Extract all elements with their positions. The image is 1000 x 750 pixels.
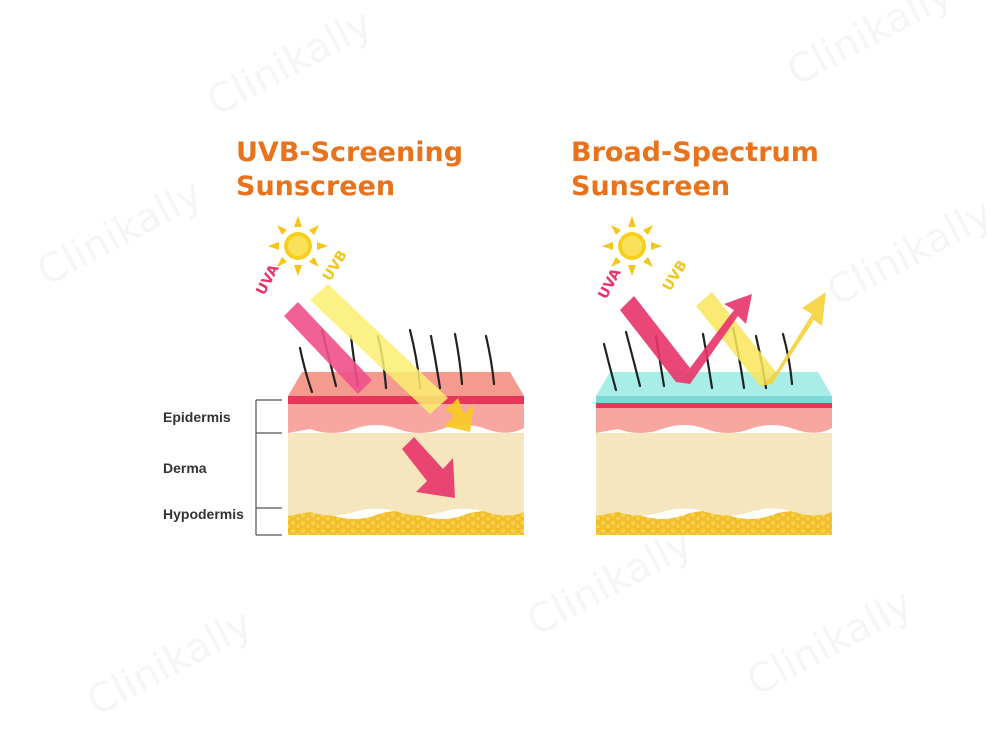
sun-icon (602, 216, 662, 276)
uva-label-left: UVA (253, 262, 282, 298)
hypodermis-layer (596, 511, 832, 535)
derma-layer (596, 433, 832, 516)
label-epidermis: Epidermis (163, 409, 231, 425)
protective-film (596, 372, 832, 396)
uvb-ray-right (696, 292, 826, 386)
uva-label-right: UVA (595, 266, 624, 302)
panel-title-uvb-screening: UVB-Screening Sunscreen (236, 136, 463, 204)
label-derma: Derma (163, 460, 207, 476)
hypodermis-layer (288, 511, 524, 535)
panel-title-broad-spectrum: Broad-Spectrum Sunscreen (571, 136, 819, 204)
title-line: Broad-Spectrum (571, 137, 819, 168)
uvb-ray-left (310, 284, 474, 432)
uva-ray-left (284, 302, 455, 498)
basal-line (596, 402, 832, 408)
uvb-label-right: UVB (660, 258, 691, 294)
layer-bracket (255, 399, 282, 536)
label-hypodermis: Hypodermis (163, 506, 244, 522)
uva-ray-right (620, 294, 752, 384)
derma-layer (288, 433, 524, 516)
title-line: Sunscreen (571, 171, 731, 202)
uvb-label-left: UVB (320, 248, 351, 284)
basal-line (288, 396, 524, 404)
epidermis-layer (596, 406, 832, 433)
sun-icon (268, 216, 328, 276)
skin-block-right (596, 372, 832, 535)
title-line: UVB-Screening (236, 137, 464, 168)
title-line: Sunscreen (236, 171, 396, 202)
epidermis-layer (288, 404, 524, 433)
protective-film-edge (596, 396, 832, 403)
